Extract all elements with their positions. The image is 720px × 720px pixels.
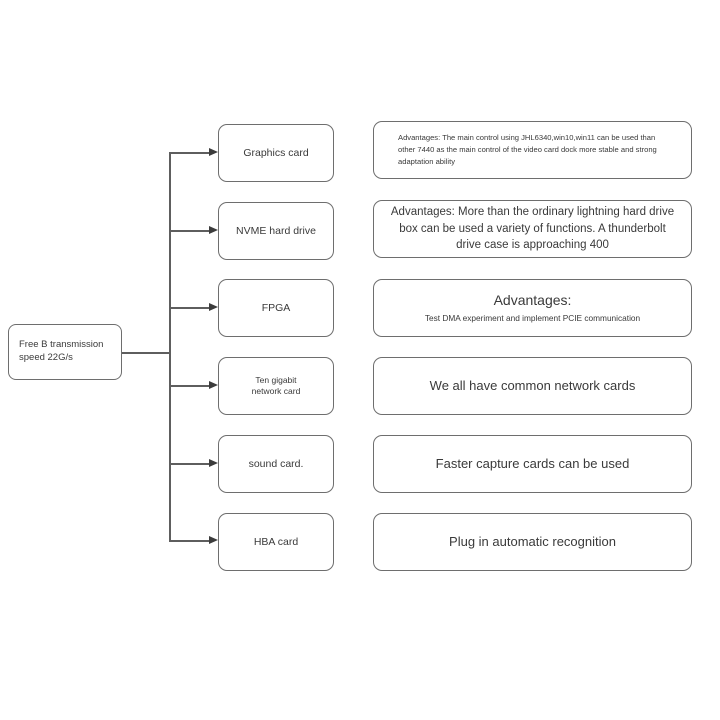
node-root-free-b-transmission[interactable]: Free B transmission speed 22G/s: [8, 324, 122, 380]
arrowhead-icon-1: [209, 148, 218, 156]
node-note-nvme-hard-drive[interactable]: Advantages: More than the ordinary light…: [373, 200, 692, 258]
connector-branch-5: [169, 463, 211, 465]
node-device-label: NVME hard drive: [236, 224, 316, 237]
arrowhead-icon-5: [209, 459, 218, 467]
node-device-label-line1: Ten gigabit: [255, 374, 297, 385]
arrowhead-icon-2: [209, 226, 218, 234]
node-root-label: Free B transmission speed 22G/s: [19, 339, 104, 363]
node-note-title: Advantages:: [493, 292, 572, 309]
node-device-label: Graphics card: [243, 146, 309, 159]
node-device-label: FPGA: [261, 301, 291, 314]
connector-branch-1: [169, 152, 211, 154]
node-note-fpga[interactable]: Advantages: Test DMA experiment and impl…: [373, 279, 692, 337]
connector-root-stub: [122, 352, 170, 354]
node-note-text: Plug in automatic recognition: [449, 533, 616, 549]
node-device-nvme-hard-drive[interactable]: NVME hard drive: [218, 202, 334, 260]
node-note-text: We all have common network cards: [429, 377, 636, 393]
node-device-label: sound card.: [248, 457, 304, 470]
node-device-label-line2: network card: [251, 386, 301, 396]
arrowhead-icon-3: [209, 303, 218, 311]
node-note-ten-gigabit-network-card[interactable]: We all have common network cards: [373, 357, 692, 415]
connector-trunk-vertical: [169, 152, 171, 541]
node-device-fpga[interactable]: FPGA: [218, 279, 334, 337]
node-note-text: Advantages: The main control using JHL63…: [398, 133, 657, 166]
node-device-graphics-card[interactable]: Graphics card: [218, 124, 334, 182]
node-note-sound-card[interactable]: Faster capture cards can be used: [373, 435, 692, 493]
node-note-graphics-card[interactable]: Advantages: The main control using JHL63…: [373, 121, 692, 179]
node-device-hba-card[interactable]: HBA card: [218, 513, 334, 571]
node-note-block: Advantages: Test DMA experiment and impl…: [386, 291, 679, 324]
node-note-hba-card[interactable]: Plug in automatic recognition: [373, 513, 692, 571]
node-device-label: HBA card: [253, 535, 299, 548]
connector-branch-6: [169, 540, 211, 542]
connector-branch-2: [169, 230, 211, 232]
node-device-label: Ten gigabit network card: [252, 375, 301, 398]
connector-branch-4: [169, 385, 211, 387]
node-note-text: Advantages: More than the ordinary light…: [390, 205, 675, 252]
node-device-ten-gigabit-network-card[interactable]: Ten gigabit network card: [218, 357, 334, 415]
node-device-sound-card[interactable]: sound card.: [218, 435, 334, 493]
arrowhead-icon-6: [209, 536, 218, 544]
arrowhead-icon-4: [209, 381, 218, 389]
node-note-text: Faster capture cards can be used: [435, 455, 630, 471]
connector-branch-3: [169, 307, 211, 309]
node-note-text: Test DMA experiment and implement PCIE c…: [424, 313, 641, 324]
